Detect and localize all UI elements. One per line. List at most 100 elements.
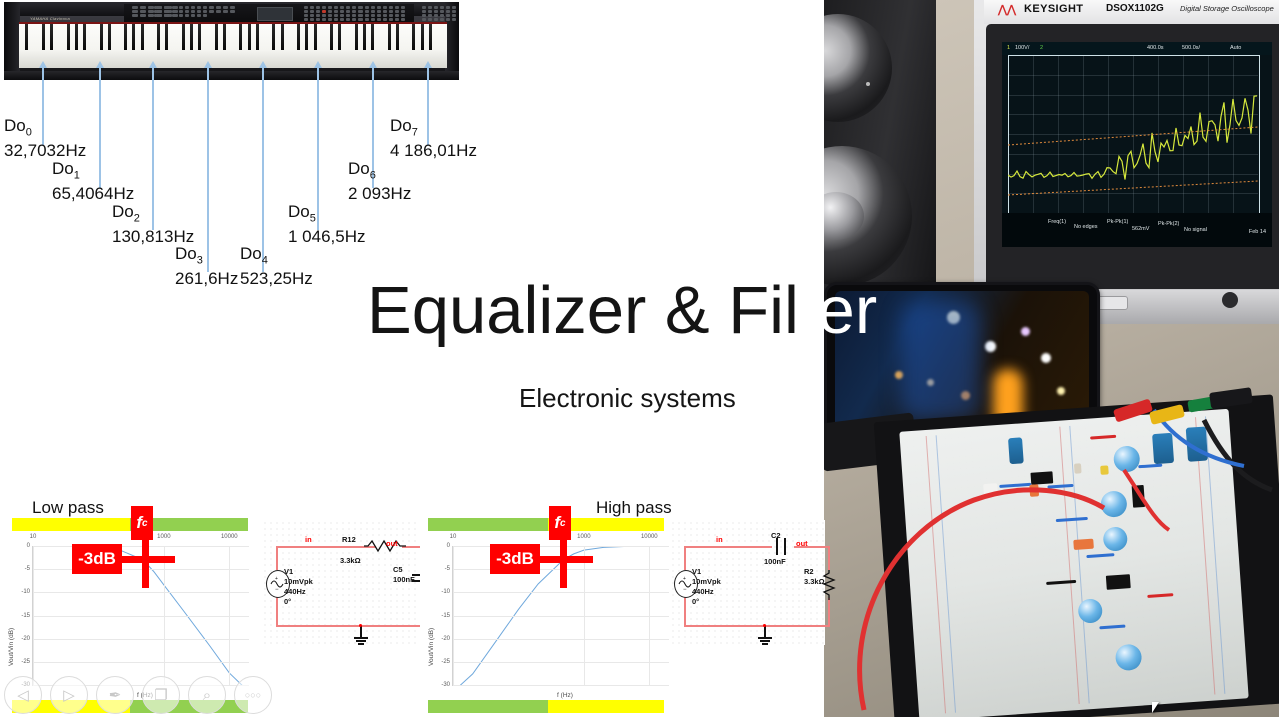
piano-panel-button <box>346 18 350 21</box>
piano-black-key <box>66 24 70 50</box>
pen-button[interactable]: ✒ <box>96 676 134 714</box>
scope-gridline <box>1058 55 1059 213</box>
piano-panel-button <box>434 14 438 17</box>
note-octave: 3 <box>196 254 203 267</box>
piano-panel-button <box>304 18 308 21</box>
bokeh-light <box>1057 387 1065 395</box>
piano-panel-button <box>352 14 356 17</box>
piano-panel-button <box>383 10 387 13</box>
piano-panel-button <box>440 14 444 17</box>
duplicate-button[interactable]: ❐ <box>142 676 180 714</box>
gridline-horizontal <box>453 592 669 594</box>
piano-panel-button <box>230 10 235 13</box>
piano-panel-button <box>209 10 214 13</box>
hp-ground-stem <box>764 625 766 637</box>
piano-panel-button <box>377 6 381 9</box>
gridline-vertical <box>583 546 585 685</box>
piano-panel-button <box>197 10 201 13</box>
gridline-horizontal <box>33 569 249 571</box>
y-axis-tick: -5 <box>24 566 30 573</box>
scope-ch1-scale: 100V/ <box>1015 45 1030 51</box>
highpass-y-axis-label: Vout/Vin (dB) <box>428 627 435 666</box>
piano-panel-button <box>365 14 369 17</box>
piano-panel-button <box>230 6 235 9</box>
scope-gridline <box>1083 55 1084 213</box>
piano-black-key <box>313 24 317 50</box>
note-frequency: 523,25Hz <box>240 269 313 289</box>
lp-wire-left-lower <box>276 596 278 626</box>
highpass-circuit-diagram: + − in out C2 100nF R2 3.3kΩ V1 10mVpk 4… <box>670 520 836 645</box>
scope-gridline <box>1008 94 1258 96</box>
piano-panel-button <box>191 6 195 9</box>
magnifier-button[interactable]: ⌕ <box>188 676 226 714</box>
y-axis-tick: -10 <box>441 589 450 596</box>
piano-panel-button <box>401 14 405 17</box>
scope-ch2-indicator: 2 <box>1040 45 1044 51</box>
hp-wire-top-right <box>794 546 830 548</box>
note-leader-line <box>262 68 264 272</box>
piano-panel-button <box>159 14 162 17</box>
piano-panel-button <box>389 14 393 17</box>
piano-panel-button <box>140 14 146 17</box>
hp-resistor-value: 3.3kΩ <box>804 577 825 586</box>
note-octave: 6 <box>369 169 376 182</box>
note-arrow-icon <box>204 61 212 68</box>
lowpass-fc-sub: c <box>142 517 148 529</box>
speaker-tweeter <box>824 14 892 122</box>
piano-panel-button <box>452 14 456 17</box>
gridline-vertical <box>453 546 454 685</box>
scope-gridline <box>1008 74 1258 76</box>
piano-black-key <box>255 24 259 50</box>
piano-panel-button <box>359 14 363 17</box>
more-options-button[interactable]: ○○○ <box>234 676 272 714</box>
note-frequency: 4 186,01Hz <box>390 141 477 161</box>
note-octave: 0 <box>25 126 32 139</box>
piano-black-key <box>214 24 218 50</box>
volume-off-button[interactable]: ◁ <box>4 676 42 714</box>
piano-panel-button <box>322 18 326 21</box>
note-leader-line <box>42 68 44 145</box>
piano-panel-button <box>340 10 344 13</box>
piano-panel-button <box>352 6 356 9</box>
piano-panel-button <box>164 6 167 9</box>
piano-panel-button <box>440 18 444 21</box>
piano-black-key <box>198 24 202 50</box>
hp-resistor-symbol <box>822 570 836 600</box>
piano-panel-button <box>422 14 426 17</box>
piano-panel-button <box>179 14 183 17</box>
piano-panel-button <box>428 14 432 17</box>
lp-cap-name: C5 <box>393 565 403 574</box>
page-title-overlap: ter <box>798 273 878 348</box>
piano-panel-button <box>197 6 201 9</box>
scope-gridline <box>1008 193 1258 195</box>
x-axis-tick: 10000 <box>640 534 658 540</box>
scope-gridline <box>1008 173 1258 175</box>
piano-panel-button <box>316 10 320 13</box>
play-button[interactable]: ▷ <box>50 676 88 714</box>
note-name: Do1 <box>52 159 80 182</box>
piano-right-side <box>445 2 459 80</box>
y-axis-tick: -10 <box>21 589 30 596</box>
gridline-vertical <box>163 546 165 685</box>
piano-panel-button <box>216 10 221 13</box>
svg-text:+: + <box>683 576 686 582</box>
piano-panel-button <box>371 6 375 9</box>
piano-panel-button <box>140 10 146 13</box>
play-icon: ▷ <box>63 687 75 704</box>
y-axis-tick: -30 <box>441 682 450 688</box>
piano-black-key <box>354 24 358 50</box>
x-axis-tick: 10 <box>29 534 37 540</box>
lp-source-amplitude: 10mVpk <box>284 577 313 586</box>
presentation-toolbar[interactable]: ◁ ▷ ✒❐⌕○○○ <box>4 676 282 716</box>
loudspeaker <box>824 0 936 296</box>
hp-cap-plate-left <box>776 538 778 555</box>
bokeh-light <box>1021 327 1030 336</box>
piano-panel-button <box>422 18 426 21</box>
piano-panel-button <box>428 6 432 9</box>
piano-black-key <box>165 24 169 50</box>
piano-panel-button <box>322 14 326 17</box>
lp-source-phase: 0° <box>284 597 292 606</box>
